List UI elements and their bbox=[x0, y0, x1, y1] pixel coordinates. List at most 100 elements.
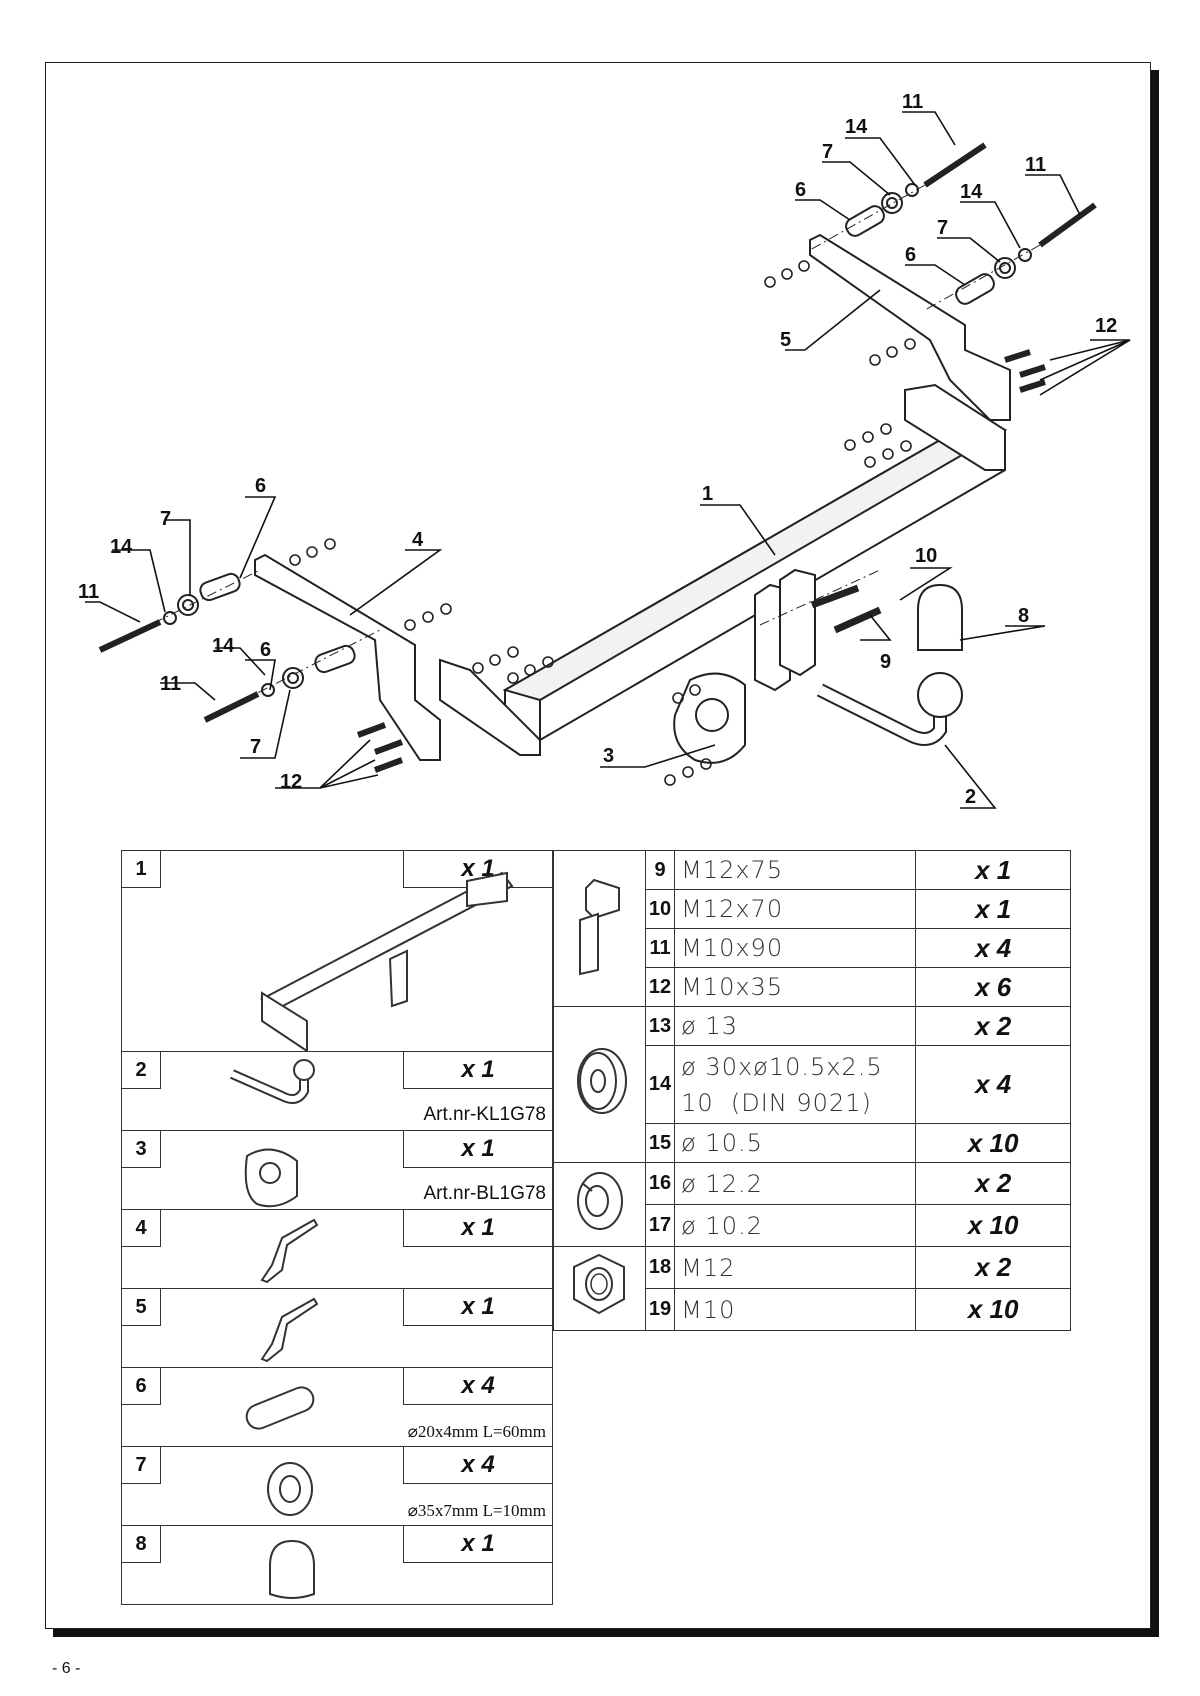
hardware-spec: M10 bbox=[674, 1288, 917, 1331]
callout-7-top: 7 bbox=[822, 141, 833, 163]
hardware-row: 13 ø 13 x 2 bbox=[553, 1006, 1071, 1163]
bolt-10 bbox=[810, 584, 860, 609]
hardware-qty: x 4 bbox=[915, 928, 1071, 968]
bolt-9 bbox=[833, 606, 882, 634]
callout-11-left: 11 bbox=[78, 581, 99, 603]
hardware-id: 14 bbox=[644, 1045, 676, 1124]
part-id: 8 bbox=[122, 1526, 161, 1563]
part-row: 7 x 4 ⌀35x7mm L=10mm bbox=[121, 1446, 553, 1526]
hardware-id: 18 bbox=[644, 1246, 676, 1289]
hardware-spec: ø 10.2 bbox=[674, 1204, 917, 1247]
ball-cover-thumbnail bbox=[269, 1539, 315, 1599]
parts-table-left: 1 x 1 2 x 1 Art.nr-KL1G78 3 x 1 Art.nr-B… bbox=[121, 850, 553, 1605]
hardware-row: 12 M10x35 x 6 bbox=[554, 967, 1071, 1007]
part-id: 5 bbox=[122, 1289, 161, 1326]
hardware-spec: ø 10.5 bbox=[674, 1123, 917, 1163]
callout-2: 2 bbox=[965, 786, 976, 808]
spacer-6-a bbox=[199, 572, 241, 602]
crossbar-left-plate bbox=[439, 658, 541, 756]
part-qty: x 4 bbox=[403, 1447, 552, 1484]
part-row: 3 x 1 Art.nr-BL1G78 bbox=[121, 1130, 553, 1210]
part-row: 2 x 1 Art.nr-KL1G78 bbox=[121, 1051, 553, 1131]
hardware-id: 15 bbox=[644, 1123, 676, 1163]
callout-6-lower: 6 bbox=[260, 639, 271, 661]
nut-washer-stacks bbox=[289, 260, 916, 786]
tow-ball bbox=[917, 672, 963, 718]
ring-thumbnail bbox=[267, 1462, 313, 1516]
hardware-spec: M12x70 bbox=[674, 889, 917, 929]
spacer-6-b bbox=[314, 644, 356, 674]
callout-7-lower: 7 bbox=[250, 736, 261, 758]
crossbar-thumbnail bbox=[260, 871, 514, 1051]
socket-plate-thumbnail bbox=[244, 1148, 298, 1208]
tow-ball-thumbnail bbox=[229, 1059, 315, 1105]
part-id: 6 bbox=[122, 1368, 161, 1405]
hardware-row: 19 M10 x 10 bbox=[554, 1288, 1071, 1331]
part-row: 6 x 4 ⌀20x4mm L=60mm bbox=[121, 1367, 553, 1447]
hardware-spec: M12x75 bbox=[674, 850, 917, 890]
spacer-thumbnail bbox=[245, 1386, 315, 1430]
hardware-table: 9 M12x75 x 1 10 M12x70 x 1 11 M10x90 x 4… bbox=[553, 850, 1071, 1331]
spring-washer-thumbnail-cell bbox=[553, 1162, 646, 1247]
bolt-11-c bbox=[923, 142, 987, 188]
hardware-qty: x 1 bbox=[915, 850, 1071, 890]
hardware-spec: M10x35 bbox=[674, 967, 917, 1007]
part-note: ⌀20x4mm L=60mm bbox=[407, 1422, 546, 1441]
hardware-id: 9 bbox=[644, 850, 676, 890]
washer-icon bbox=[577, 1048, 628, 1114]
bolt-11-d bbox=[1038, 202, 1097, 248]
nut-thumbnail-cell bbox=[553, 1246, 646, 1331]
hardware-row: 14 ø 30xø10.5x2.5 10 (DIN 9021) x 4 bbox=[554, 1045, 1071, 1124]
callout-4: 4 bbox=[412, 529, 424, 551]
ball-cover bbox=[917, 583, 963, 651]
callout-1: 1 bbox=[702, 483, 713, 505]
part-id: 7 bbox=[122, 1447, 161, 1484]
spacer-6-c bbox=[845, 205, 885, 237]
part-qty: x 4 bbox=[403, 1368, 552, 1405]
callout-7-right: 7 bbox=[937, 217, 948, 239]
hardware-qty: x 1 bbox=[915, 889, 1071, 929]
washer-thumbnail-cell bbox=[553, 1006, 646, 1163]
hardware-id: 16 bbox=[644, 1162, 676, 1205]
part-row: 1 x 1 bbox=[121, 850, 553, 1052]
callout-6-left: 6 bbox=[255, 475, 266, 497]
hardware-qty: x 2 bbox=[915, 1246, 1071, 1289]
frame-shadow-bottom bbox=[53, 1629, 1159, 1637]
exploded-diagram: 11 14 7 6 11 14 7 6 5 12 1 10 9 8 2 3 4 … bbox=[78, 91, 1131, 809]
part-note: ⌀35x7mm L=10mm bbox=[407, 1501, 546, 1520]
part-row: 4 x 1 bbox=[121, 1209, 553, 1289]
hardware-id: 12 bbox=[644, 967, 676, 1007]
part-qty: x 1 bbox=[403, 1526, 552, 1563]
part-id: 4 bbox=[122, 1210, 161, 1247]
hardware-spec: M10x90 bbox=[674, 928, 917, 968]
part-qty: x 1 bbox=[403, 1131, 552, 1168]
hardware-spec: ø 13 bbox=[674, 1006, 917, 1046]
part-row: 8 x 1 bbox=[121, 1525, 553, 1605]
hardware-id: 10 bbox=[644, 889, 676, 929]
callout-11-top: 11 bbox=[902, 91, 923, 113]
hardware-qty: x 10 bbox=[915, 1123, 1071, 1163]
part-note: Art.nr-KL1G78 bbox=[423, 1104, 547, 1125]
callout-14-left: 14 bbox=[110, 536, 133, 558]
callout-7-left: 7 bbox=[160, 508, 171, 530]
hardware-qty: x 2 bbox=[915, 1006, 1071, 1046]
callout-14-lower: 14 bbox=[212, 635, 235, 657]
callout-6-top: 6 bbox=[795, 179, 806, 201]
part-note: Art.nr-BL1G78 bbox=[423, 1183, 547, 1204]
callout-3: 3 bbox=[603, 745, 614, 767]
callout-11-lower: 11 bbox=[160, 673, 181, 695]
callout-8: 8 bbox=[1018, 605, 1029, 627]
hardware-qty: x 10 bbox=[915, 1288, 1071, 1331]
callout-14-right: 14 bbox=[960, 181, 983, 203]
hardware-spec: ø 12.2 bbox=[674, 1162, 917, 1205]
hardware-spec-line2: 10 (DIN 9021) bbox=[681, 1088, 872, 1117]
side-bracket-right-thumbnail bbox=[260, 1297, 319, 1363]
part-id: 3 bbox=[122, 1131, 161, 1168]
part-row: 5 x 1 bbox=[121, 1288, 553, 1368]
hardware-spec: ø 30xø10.5x2.5 10 (DIN 9021) bbox=[674, 1045, 917, 1124]
part-id: 1 bbox=[122, 851, 161, 888]
bolt-thumbnail-cell bbox=[553, 850, 646, 1007]
side-bracket-right bbox=[809, 233, 1011, 421]
frame-shadow-right bbox=[1151, 70, 1159, 1637]
hardware-row: 18 M12 x 2 bbox=[553, 1246, 1071, 1331]
